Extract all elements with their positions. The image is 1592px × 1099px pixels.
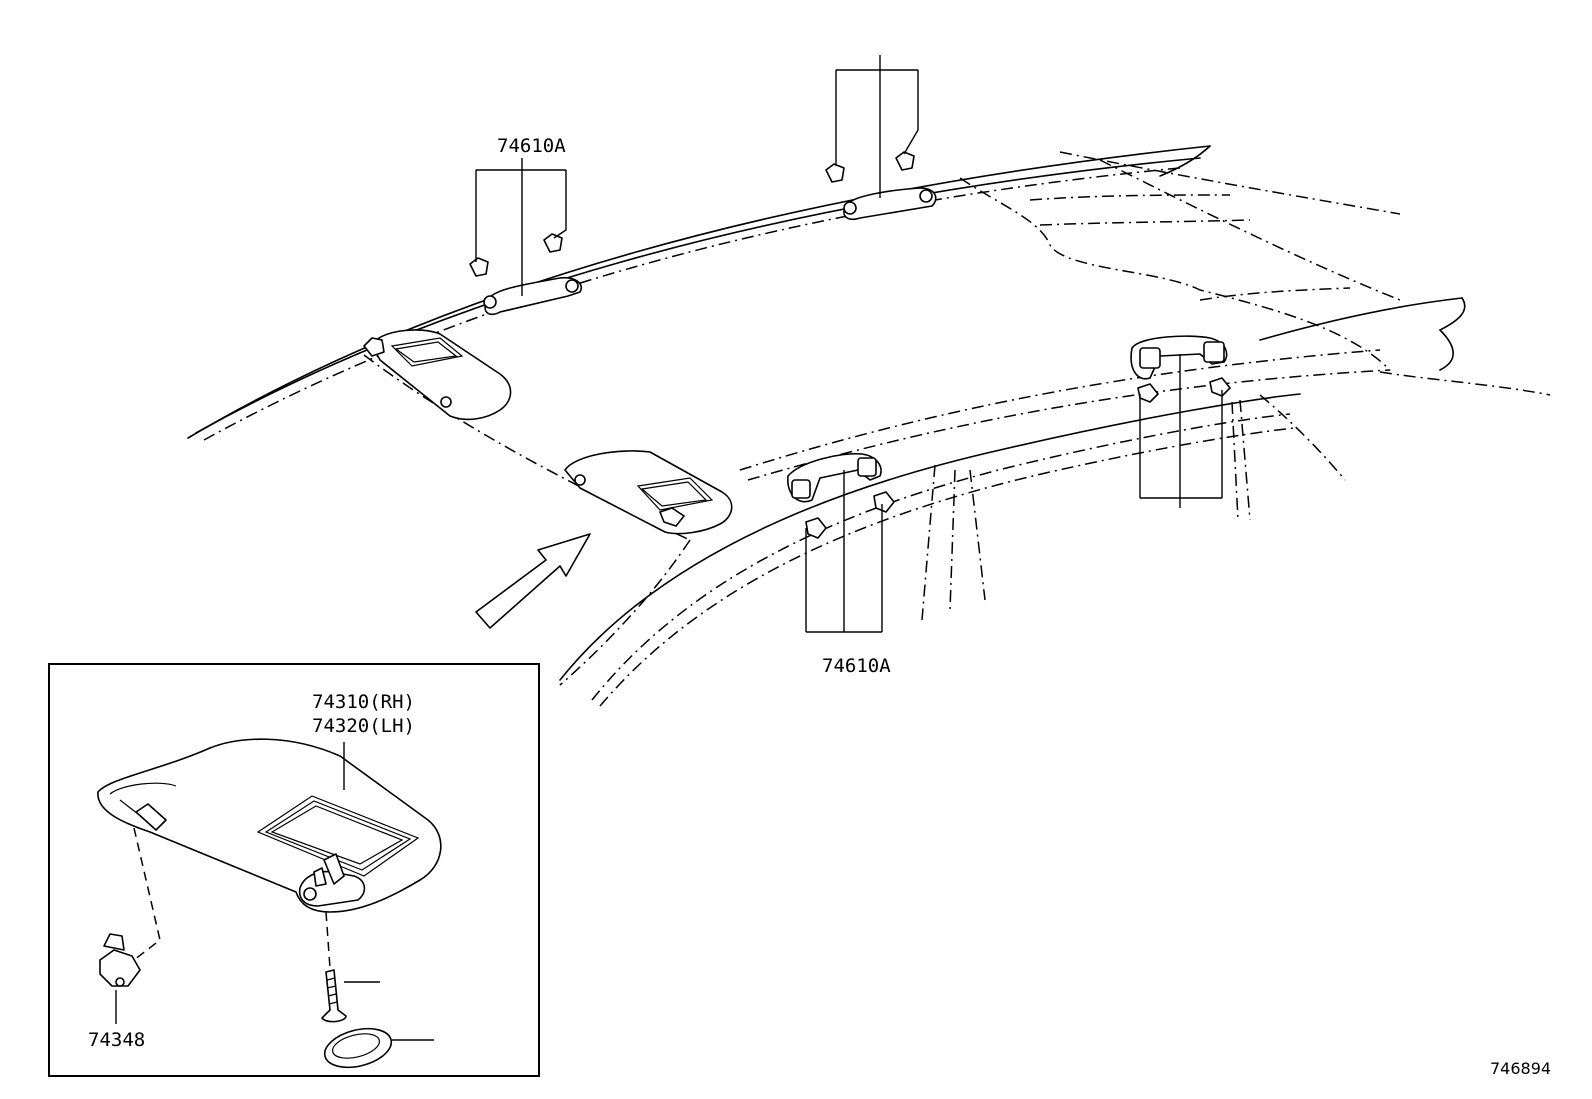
label-grip-front-left: 74610A xyxy=(497,135,566,157)
label-holder: 74348 xyxy=(88,1029,145,1051)
detail-leader-lines xyxy=(115,742,434,1041)
assist-grip-front-left xyxy=(469,233,582,316)
assist-grip-rear-left xyxy=(825,151,937,221)
label-visor-lh: 74320(LH) xyxy=(312,715,415,737)
leader-lines xyxy=(475,55,1223,633)
sun-visor-rh-installed xyxy=(564,450,733,535)
assist-grip-front-right xyxy=(787,452,895,539)
label-visor-rh: 74310(RH) xyxy=(312,691,415,713)
view-arrow xyxy=(475,533,591,629)
diagram-code: 746894 xyxy=(1490,1059,1551,1078)
sun-visor-lh-installed xyxy=(363,329,512,421)
screw-cover xyxy=(323,1027,393,1069)
sun-visor-detail xyxy=(97,738,442,913)
visor-holder xyxy=(99,933,141,987)
roof-outline xyxy=(187,145,1551,707)
label-grip-front-right: 74610A xyxy=(822,655,891,677)
detail-box xyxy=(48,663,540,1077)
screw xyxy=(321,969,347,1023)
